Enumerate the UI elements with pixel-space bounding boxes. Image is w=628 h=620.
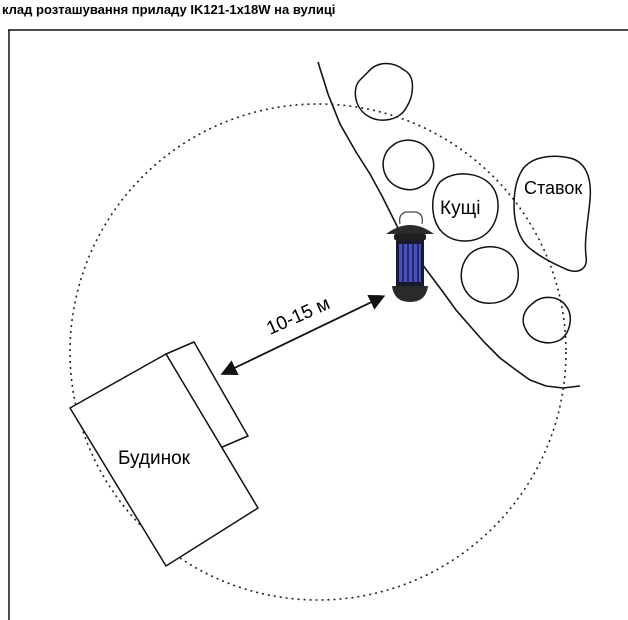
coverage-circle bbox=[69, 103, 567, 601]
pond-label: Ставок bbox=[524, 178, 582, 198]
house-body bbox=[68, 352, 260, 568]
diagram-heading: клад розташування приладу IK121-1x18W на… bbox=[2, 2, 336, 17]
house bbox=[68, 341, 260, 568]
shoreline bbox=[317, 61, 581, 389]
distance-label: 10-15 м bbox=[263, 293, 333, 339]
layout-diagram: 10-15 м Будинок Кущі Ставок bbox=[8, 29, 628, 620]
bush-4 bbox=[460, 246, 519, 304]
bush-5 bbox=[522, 296, 572, 344]
distance-arrow bbox=[220, 295, 386, 375]
house-label: Будинок bbox=[118, 448, 191, 469]
bush-1 bbox=[354, 62, 414, 121]
bush-2 bbox=[382, 139, 435, 191]
pond bbox=[513, 155, 592, 272]
bush-3 bbox=[432, 173, 499, 242]
insect-killer-lamp-icon bbox=[386, 211, 434, 302]
bushes-label: Кущі bbox=[440, 198, 480, 219]
